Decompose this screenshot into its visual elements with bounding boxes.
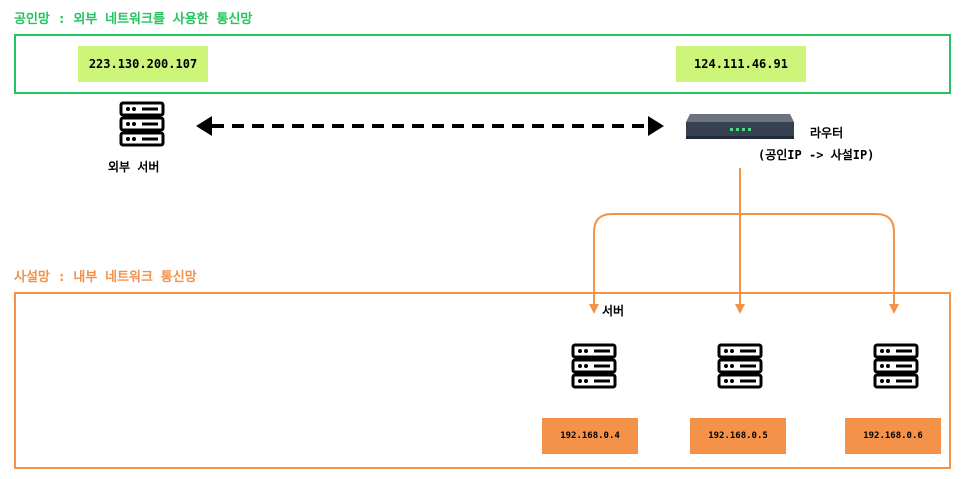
servers-label: 서버 <box>602 304 625 318</box>
server-rack-icon <box>873 343 919 389</box>
router-label: 라우터 <box>810 126 844 140</box>
server-rack-icon <box>717 343 763 389</box>
private-network-title: 사설망 : 내부 네트워크 통신망 <box>14 270 197 285</box>
external-server-label: 외부 서버 <box>108 160 160 174</box>
arrow-head-right <box>648 116 664 136</box>
server-rack-icon <box>571 343 617 389</box>
router-fanout-lines <box>593 168 895 306</box>
router-sublabel: (공인IP -> 사설IP) <box>758 148 875 162</box>
public-ip-right: 124.111.46.91 <box>676 46 806 82</box>
arrow-head-left <box>196 116 212 136</box>
private-ip-3: 192.168.0.6 <box>845 418 941 454</box>
private-network-box <box>14 292 951 469</box>
private-ip-1: 192.168.0.4 <box>542 418 638 454</box>
public-network-title: 공인망 : 외부 네트워크를 사용한 통신망 <box>14 12 253 27</box>
private-ip-2: 192.168.0.5 <box>690 418 786 454</box>
server-rack-icon <box>119 101 165 147</box>
public-network-box <box>14 34 951 94</box>
fanout-arrow-heads <box>589 304 899 314</box>
router-icon <box>686 114 794 139</box>
public-ip-left: 223.130.200.107 <box>78 46 208 82</box>
